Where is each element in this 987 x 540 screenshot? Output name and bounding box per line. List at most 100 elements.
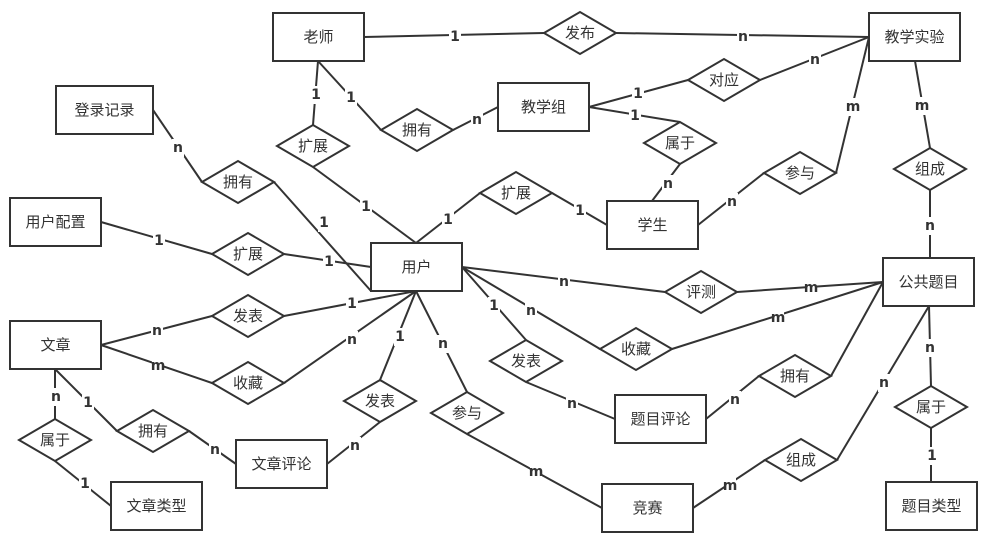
entity-box[interactable] xyxy=(370,242,463,292)
entity-box[interactable] xyxy=(614,394,707,444)
entity-question-comment[interactable]: 题目评论 xyxy=(614,394,707,444)
entity-teaching-group[interactable]: 教学组 xyxy=(497,82,590,132)
cardinality-text: m xyxy=(915,98,930,114)
relationship-collect-article[interactable]: 收藏 xyxy=(210,360,286,406)
relationship-student-belongs-group[interactable]: 属于 xyxy=(642,120,718,166)
entity-user[interactable]: 用户 xyxy=(370,242,463,292)
relationship-diamond[interactable] xyxy=(892,146,968,192)
entity-box[interactable] xyxy=(110,481,203,531)
entity-label: 老师 xyxy=(303,28,333,46)
relationship-diamond[interactable] xyxy=(598,326,674,372)
cardinality-label: 1 xyxy=(488,297,500,315)
cardinality-text: n xyxy=(925,340,935,356)
entity-box[interactable] xyxy=(272,12,365,62)
relationship-publish-exp[interactable]: 发布 xyxy=(542,10,618,56)
entity-box[interactable] xyxy=(601,483,694,533)
relationship-diamond[interactable] xyxy=(210,360,286,406)
relationship-label: 组成 xyxy=(786,451,816,469)
entity-experiment[interactable]: 教学实验 xyxy=(868,12,961,62)
relationship-publish-a-comment[interactable]: 发表 xyxy=(342,378,418,424)
relationship-diamond[interactable] xyxy=(893,384,969,430)
entity-box[interactable] xyxy=(9,320,102,370)
cardinality-bg xyxy=(209,441,221,459)
relationship-diamond[interactable] xyxy=(200,159,276,205)
entity-user-config[interactable]: 用户配置 xyxy=(9,197,102,247)
cardinality-text: 1 xyxy=(324,254,334,270)
relationship-diamond[interactable] xyxy=(342,378,418,424)
cardinality-text: 1 xyxy=(927,448,937,464)
cardinality-bg xyxy=(632,85,644,103)
entity-label: 登录记录 xyxy=(74,101,134,119)
entity-article[interactable]: 文章 xyxy=(9,320,102,370)
relationship-diamond[interactable] xyxy=(642,120,718,166)
entity-question-type[interactable]: 题目类型 xyxy=(885,481,978,531)
relationship-label: 对应 xyxy=(709,71,739,89)
cardinality-text: 1 xyxy=(395,329,405,345)
entity-competition[interactable]: 竞赛 xyxy=(601,483,694,533)
relationship-diamond[interactable] xyxy=(542,10,618,56)
entity-box[interactable] xyxy=(606,200,699,250)
cardinality-text: 1 xyxy=(361,199,371,215)
relationship-diamond[interactable] xyxy=(17,417,93,463)
relationship-diamond[interactable] xyxy=(663,269,739,315)
relationship-student-participates[interactable]: 参与 xyxy=(762,150,838,196)
relationship-user-owns-login[interactable]: 拥有 xyxy=(200,159,276,205)
cardinality-label: n xyxy=(172,139,184,157)
entity-article-type[interactable]: 文章类型 xyxy=(110,481,203,531)
cardinality-text: 1 xyxy=(154,233,164,249)
relationship-evaluate[interactable]: 评测 xyxy=(663,269,739,315)
relationship-diamond[interactable] xyxy=(686,57,762,103)
relationship-competition-composed[interactable]: 组成 xyxy=(763,437,839,483)
entity-student[interactable]: 学生 xyxy=(606,200,699,250)
cardinality-text: 1 xyxy=(450,29,460,45)
relationship-teacher-owns-group[interactable]: 拥有 xyxy=(379,107,455,153)
entity-teacher[interactable]: 老师 xyxy=(272,12,365,62)
relationship-diamond[interactable] xyxy=(488,338,564,384)
relationship-question-owns-comment[interactable]: 拥有 xyxy=(757,353,833,399)
relationship-question-belongs-type[interactable]: 属于 xyxy=(893,384,969,430)
relationship-article-owns-comment[interactable]: 拥有 xyxy=(115,408,191,454)
cardinality-label: m xyxy=(915,97,930,115)
relationship-diamond[interactable] xyxy=(210,293,286,339)
relationship-diamond[interactable] xyxy=(379,107,455,153)
cardinality-text: n xyxy=(810,52,820,68)
entity-public-question[interactable]: 公共题目 xyxy=(882,257,975,307)
relationship-publish-q-comment[interactable]: 发表 xyxy=(488,338,564,384)
cardinality-bg xyxy=(772,309,784,327)
relationship-diamond[interactable] xyxy=(210,231,286,277)
cardinality-bg xyxy=(310,86,322,104)
relationship-collect-question[interactable]: 收藏 xyxy=(598,326,674,372)
relationship-correspond[interactable]: 对应 xyxy=(686,57,762,103)
relationship-config-extends-user[interactable]: 扩展 xyxy=(210,231,286,277)
relationship-teacher-extends-user[interactable]: 扩展 xyxy=(275,123,351,169)
entity-box[interactable] xyxy=(9,197,102,247)
relationship-article-belongs-type[interactable]: 属于 xyxy=(17,417,93,463)
entity-box[interactable] xyxy=(882,257,975,307)
entity-box[interactable] xyxy=(235,439,328,489)
entity-box[interactable] xyxy=(868,12,961,62)
entity-box[interactable] xyxy=(885,481,978,531)
cardinality-text: 1 xyxy=(489,298,499,314)
entity-box[interactable] xyxy=(497,82,590,132)
relationship-exp-composed[interactable]: 组成 xyxy=(892,146,968,192)
relationship-diamond[interactable] xyxy=(757,353,833,399)
relationship-diamond[interactable] xyxy=(115,408,191,454)
cardinality-label: 1 xyxy=(346,295,358,313)
entity-label: 教学组 xyxy=(521,98,566,116)
relationship-diamond[interactable] xyxy=(763,437,839,483)
cardinality-label: 1 xyxy=(318,214,330,232)
cardinality-bg xyxy=(318,214,330,232)
cardinality-label: n xyxy=(50,388,62,406)
relationship-diamond[interactable] xyxy=(762,150,838,196)
entity-login-record[interactable]: 登录记录 xyxy=(55,85,154,135)
relationship-label: 拥有 xyxy=(402,121,432,139)
cardinality-text: m xyxy=(723,478,738,494)
entity-box[interactable] xyxy=(55,85,154,135)
relationship-diamond[interactable] xyxy=(429,390,505,436)
relationship-diamond[interactable] xyxy=(478,170,554,216)
entity-article-comment[interactable]: 文章评论 xyxy=(235,439,328,489)
relationship-diamond[interactable] xyxy=(275,123,351,169)
relationship-participate-competition[interactable]: 参与 xyxy=(429,390,505,436)
relationship-student-extends-user[interactable]: 扩展 xyxy=(478,170,554,216)
relationship-publish-article[interactable]: 发表 xyxy=(210,293,286,339)
